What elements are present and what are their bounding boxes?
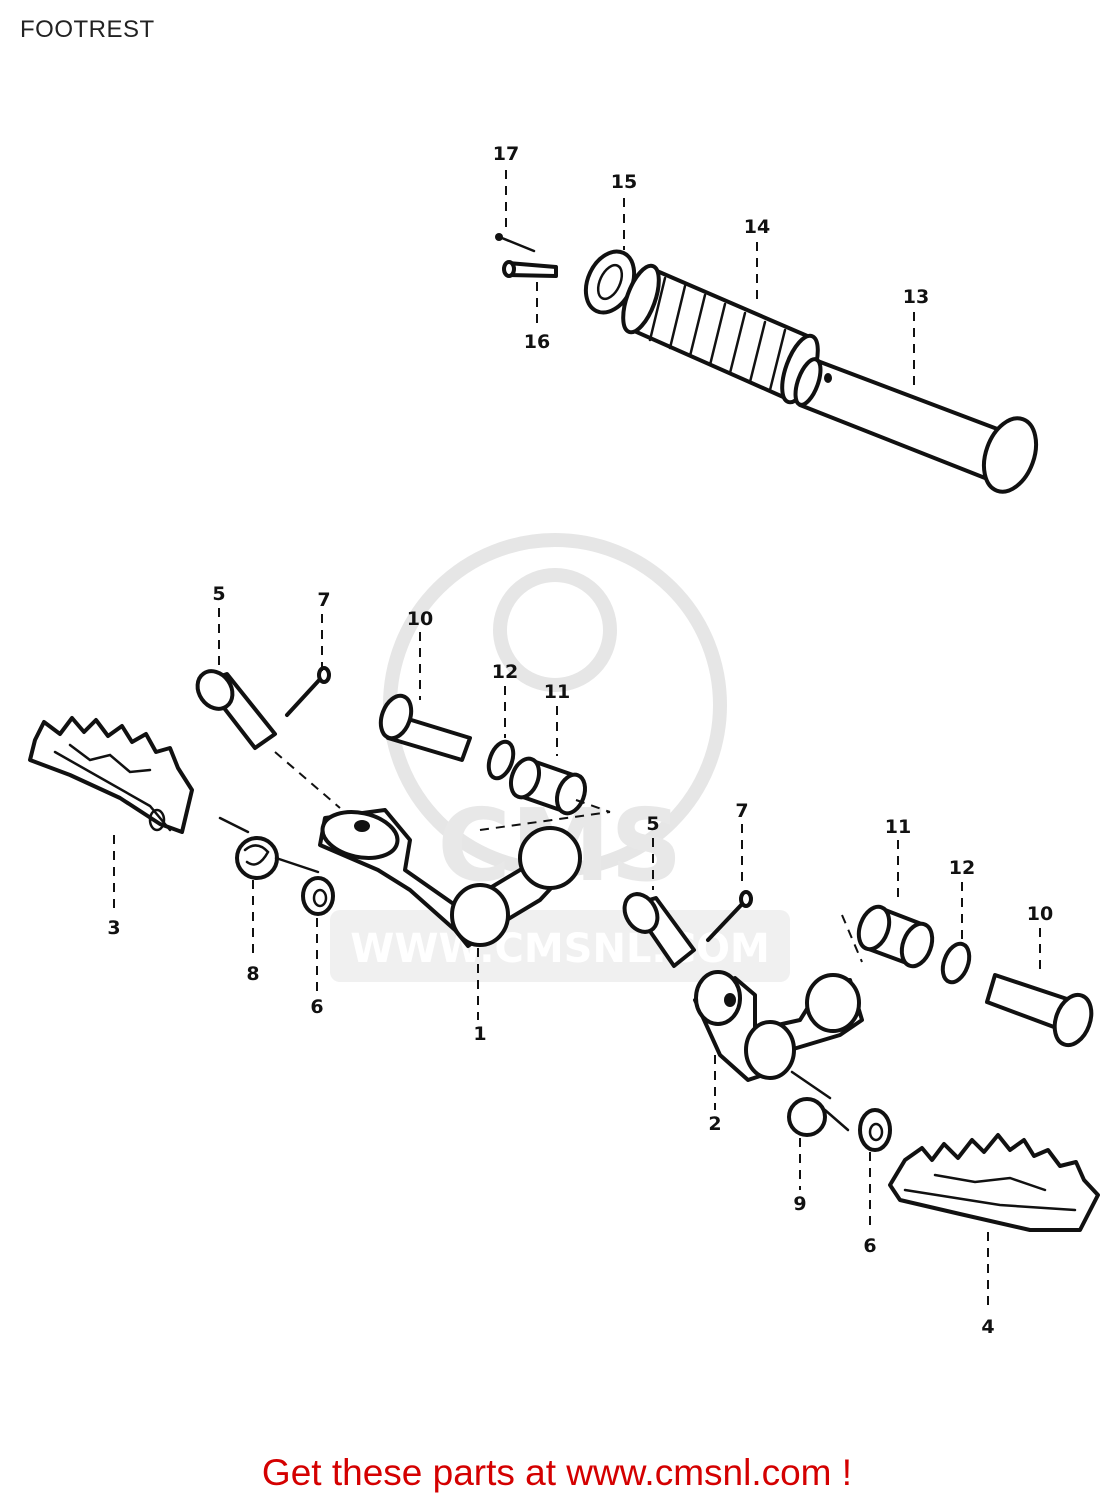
callout-12b: 12	[949, 857, 975, 879]
part-washer-12	[486, 739, 516, 781]
callout-3: 3	[107, 917, 120, 939]
part-washer-12b	[940, 941, 972, 985]
callout-13: 13	[903, 286, 929, 308]
callout-6b: 6	[863, 1235, 876, 1257]
part-washer-6	[301, 876, 335, 916]
part-rubber-14	[621, 263, 820, 405]
callout-5b: 5	[646, 813, 659, 835]
part-spring-8	[218, 816, 320, 880]
callout-8: 8	[246, 963, 259, 985]
callout-1: 1	[473, 1023, 486, 1045]
callout-5: 5	[212, 583, 225, 605]
part-bushing-11	[508, 756, 588, 816]
watermark-url: WWW.CMSNL.COM	[350, 926, 770, 972]
callout-11: 11	[544, 681, 570, 703]
callout-6: 6	[310, 996, 323, 1018]
part-pin-5b	[622, 892, 696, 968]
part-bracket-1	[318, 808, 582, 948]
part-pin-5	[195, 669, 277, 750]
part-split-pin-7b	[706, 890, 753, 942]
callout-11b: 11	[885, 816, 911, 838]
callout-10: 10	[407, 608, 433, 630]
callout-15: 15	[611, 171, 637, 193]
footer-link-text[interactable]: Get these parts at www.cmsnl.com !	[261, 1452, 853, 1493]
callout-14: 14	[744, 216, 770, 238]
part-split-pin-17	[495, 233, 536, 253]
part-footrest-bar-13	[793, 357, 1039, 494]
part-pin-16	[502, 260, 558, 278]
part-split-pin-7	[285, 666, 331, 717]
page-title: FOOTREST	[20, 16, 155, 43]
callout-9: 9	[793, 1193, 806, 1215]
callout-7: 7	[317, 589, 330, 611]
part-bracket-2	[693, 970, 864, 1082]
part-bushing-11b	[856, 904, 935, 969]
callout-16: 16	[524, 331, 550, 353]
part-washer-6b	[858, 1108, 892, 1152]
leader-lines	[113, 170, 1041, 1312]
part-bolt-10b	[985, 973, 1094, 1048]
callout-7b: 7	[735, 800, 748, 822]
callout-4: 4	[981, 1316, 994, 1338]
part-spring-9	[787, 1070, 850, 1137]
callout-12: 12	[492, 661, 518, 683]
callout-2: 2	[708, 1113, 721, 1135]
part-footpeg-3	[28, 716, 194, 834]
watermark-logo: CMS WWW.CMSNL.COM	[330, 533, 790, 982]
callout-17: 17	[493, 143, 519, 165]
part-footpeg-4	[888, 1133, 1100, 1232]
callout-labels: 17 15 14 13 16 5 7 10 12 11 3 8 6 1 5 7 …	[107, 143, 1053, 1338]
part-bolt-10	[378, 693, 472, 762]
callout-10b: 10	[1027, 903, 1053, 925]
